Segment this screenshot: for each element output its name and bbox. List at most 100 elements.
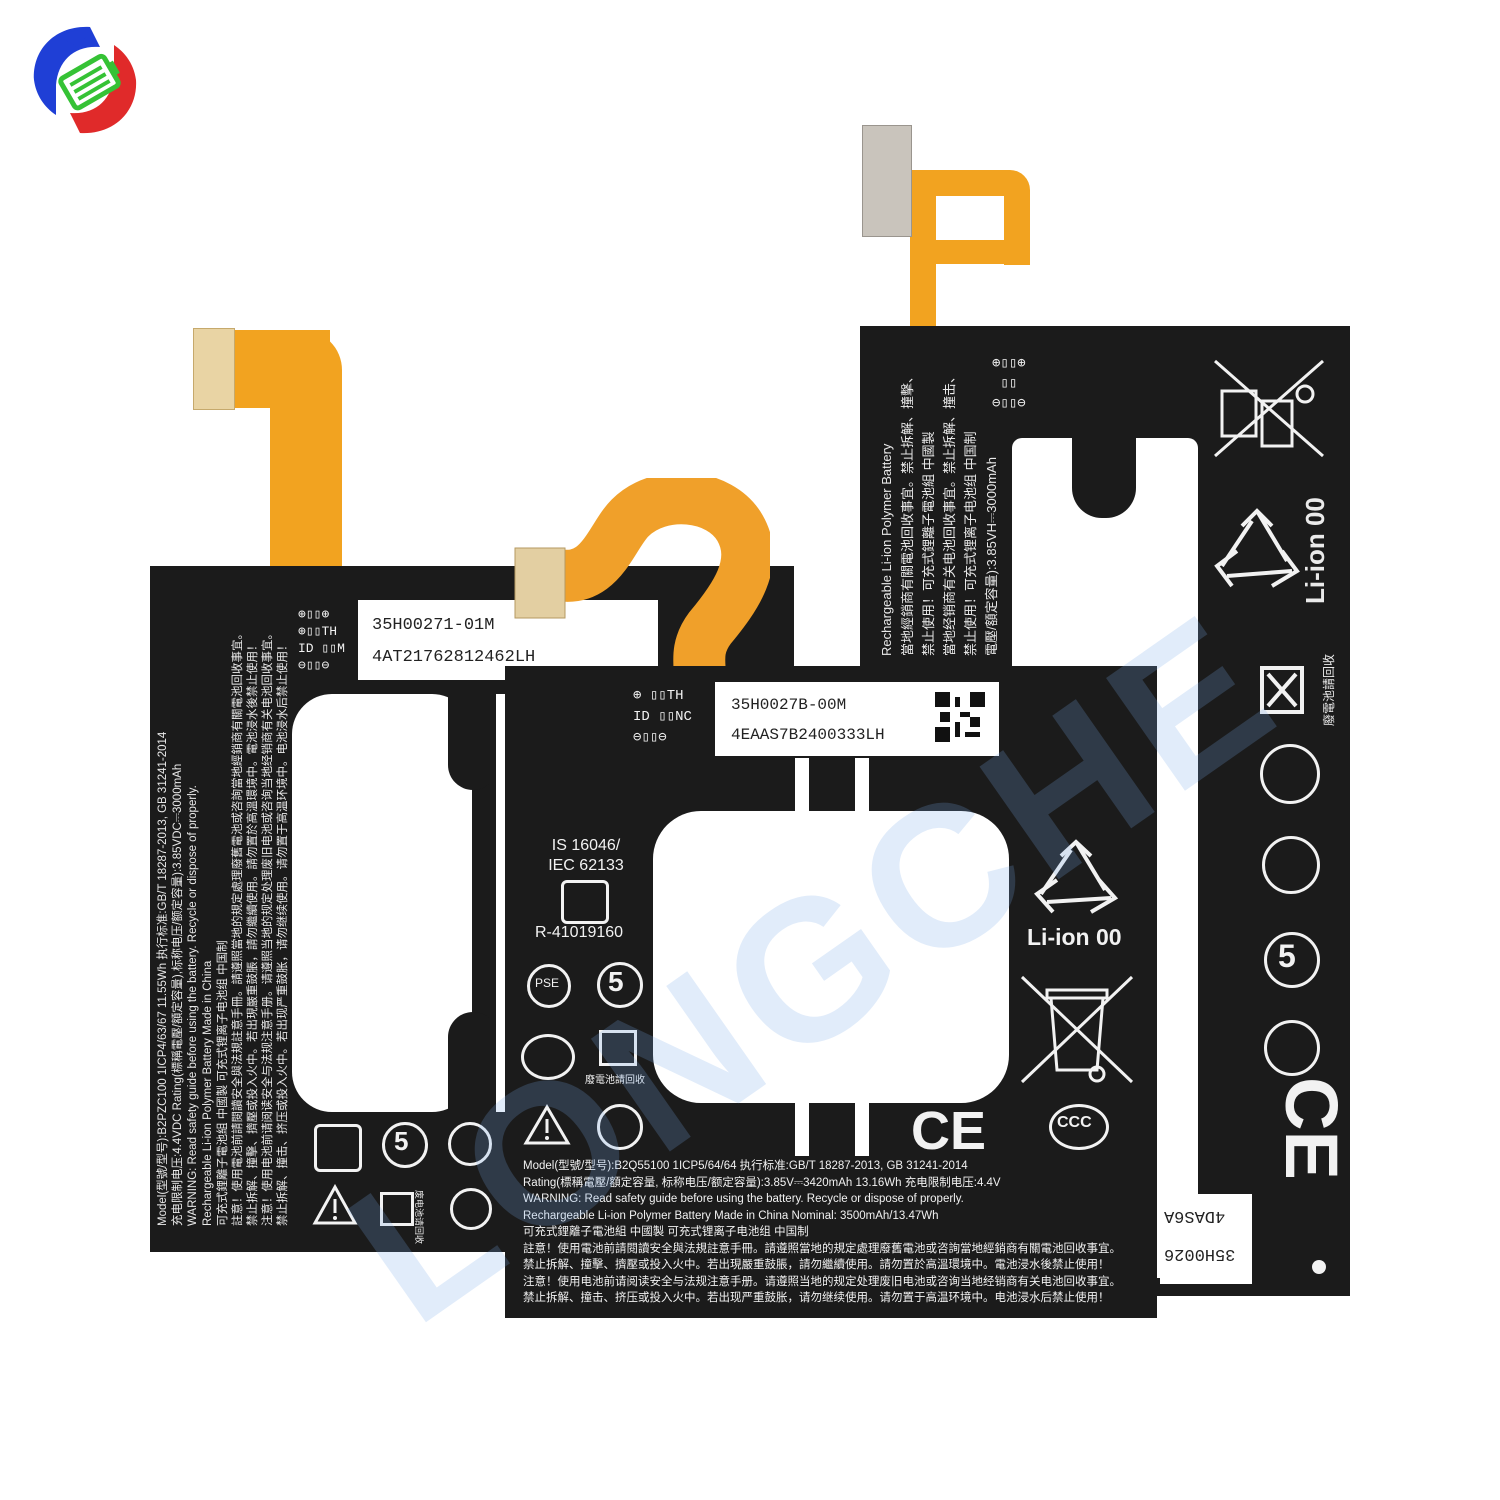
right-terminal-markings: ⊕▯▯⊕ ▯▯ ⊖▯▯⊖ [992,354,1026,414]
left-text-line: 註意！使用電池前請閱讀安全與法規註意手冊。請遵照當地的規定處理廢舊電池或咨詢當地… [232,628,244,1226]
center-standard-text: IS 16046/ IEC 62133 [541,836,631,876]
left-text-line: WARNING: Read safety guide before using … [187,785,199,1226]
left-pse-icon [448,1122,492,1166]
center-battery-cutout [653,811,1009,1103]
crossed-bin-icon [1214,359,1324,458]
brand-logo [33,26,137,134]
center-slot-top-1 [795,758,809,818]
left-cutout-notch-bottom [448,1012,498,1112]
left-text-line: Rechargeable Li-ion Polymer Battery Made… [202,960,214,1226]
center-slot-top-2 [855,758,869,818]
right-ce-mark: CE [1269,1077,1350,1180]
center-text-line: 可充式鋰離子電池組 中國製 可充式锂离子电池组 中国制 [523,1226,809,1238]
center-standard-line-2: IEC 62133 [548,857,624,874]
center-ccc-label: CCC [1057,1114,1092,1131]
right-cutout-notch [1072,436,1136,518]
center-ccc-icon [1049,1104,1109,1150]
center-ce-mark: CE [911,1101,987,1161]
center-serial-line-2: 4EAAS7B2400333LH [731,726,885,744]
center-terminal-row: ⊕ ▯▯TH [633,688,684,704]
center-warning-triangle-icon [523,1104,571,1145]
right-text-line: 當地經銷商有關電池回收事宜。禁止拆解、撞擊、 [900,369,915,656]
center-battery: ⊕ ▯▯TH ID ▯▯NC ⊖▯▯⊖ 35H0027B-00M 4EAAS7B… [505,666,1157,1318]
center-text-line: 禁止拆解、撞擊、擠壓或投入火中。若出現嚴重鼓脹，請勿繼續使用。請勿置於高溫環境中… [523,1259,1110,1271]
right-flex-cable-return [915,240,1030,264]
right-text-line: 禁止使用！可充式鋰離子電池組 中國製 [921,431,936,656]
recycle-bin-mark-icon [1260,666,1304,714]
right-text-line: 當地经销商有关电池回收事宜。禁止拆解、撞击、 [942,369,957,656]
right-5-cycle-label: 5 [1278,938,1296,974]
center-slot-bottom-2 [855,1096,869,1156]
left-warning-triangle-icon [312,1184,358,1225]
left-5-cycle-icon [382,1122,428,1168]
center-5-cycle-label: 5 [608,966,624,997]
center-serial-label: 35H0027B-00M 4EAAS7B2400333LH [715,682,999,756]
right-terminal-row-1: ⊕▯▯⊕ [992,356,1026,372]
right-5-cycle-icon [1264,932,1320,988]
left-terminal-row: ⊕▯▯⊕ [298,607,330,622]
center-no-fire-icon [597,1104,643,1150]
center-terminal-row: ⊖▯▯⊖ [633,730,667,746]
left-battery-cutout-left [292,694,472,1112]
center-text-line: 註意！使用電池前請閱讀安全與法規註意手冊。請遵照當地的規定處理廢舊電池或咨詢當地… [523,1242,1121,1255]
center-text-line: WARNING: Read safety guide before using … [523,1193,964,1205]
left-text-line: 注意！使用电池前请阅读安全与法规注意手册。请遵照当地的规定处理废旧电池或咨询当地… [262,628,274,1226]
center-pse-icon [527,964,571,1008]
center-flex-cable [514,478,770,678]
center-slot-bottom-1 [795,1096,809,1156]
recycle-icon [1214,508,1300,588]
center-recycle-bin-icon [599,1030,637,1066]
left-terminal-row: ⊖▯▯⊖ [298,658,330,673]
right-text-line: Rechargeable Li-ion Polymer Battery [879,443,894,656]
center-standard-line-1: IS 16046/ [551,837,621,854]
bis-mark-icon [561,880,609,924]
left-text-line: 禁止拆解、撞擊、擠壓或投入火中。若出現嚴重鼓脹，請勿繼續使用。請勿置於高溫環境中… [247,639,259,1227]
left-cutout-notch [448,694,498,790]
left-flex-connector [193,328,235,410]
left-5-cycle-label: 5 [394,1126,409,1156]
right-text-line: 電壓/額定容量):3.85VH⎓3000mAh [984,457,999,656]
right-vertical-text: Rechargeable Li-ion Polymer Battery 當地經銷… [876,370,1002,656]
center-text-line: Model(型號/型号):B2Q55100 1ICP5/64/64 执行标准:G… [523,1160,968,1172]
center-5-cycle-icon [597,962,643,1008]
right-text-line: 禁止使用！可充式锂离子电池组 中国制 [963,431,978,656]
right-recycle-caption: 廢電池請回收 [1322,653,1336,726]
left-terminal-row: ID ▯▯M [298,641,345,656]
center-text-line: Rechargeable Li-ion Polymer Battery Made… [523,1209,939,1222]
left-serial-line-2: 4AT21762812462LH [372,648,536,667]
left-pct-icon [450,1188,492,1230]
left-flex-cable-tab [230,330,330,408]
left-text-line: Model(型號/型号):B2PZC100 1ICP4/63/67 11.55W… [157,731,169,1226]
right-serial-line-1: 35H0026 [1164,1244,1236,1263]
left-terminal-markings: ⊕▯▯⊕ ⊕▯▯TH ID ▯▯M ⊖▯▯⊖ [298,606,345,674]
right-ccc-mark-icon [1262,836,1320,894]
pct-mark-icon [1260,744,1320,804]
right-terminal-row-3: ⊖▯▯⊖ [992,396,1026,412]
left-text-line: 禁止拆解、撞击、挤压或投入火中。若出现严重鼓胀，请勿继续使用。请勿置于高温环境中… [277,639,289,1227]
center-recycle-icon [1034,839,1119,914]
left-terminal-row: ⊕▯▯TH [298,624,338,639]
center-serial-line-1: 35H0027B-00M [731,696,847,714]
center-crossed-bin-icon [1020,975,1134,1084]
center-pse-label: PSE [535,976,560,990]
center-text-line: 禁止拆解、撞击、挤压或投入火中。若出现严重鼓胀，请勿继续使用。请勿置于高温环境中… [523,1292,1110,1304]
center-text-block: Model(型號/型号):B2Q55100 1ICP5/64/64 执行标准:G… [523,1158,1153,1307]
center-text-line: Rating(標稱電壓/額定容量, 标称电压/额定容量):3.85V⎓3420m… [523,1176,1001,1189]
left-serial-line-1: 35H00271-01M [372,616,495,635]
right-serial-line-2: 4DAS6A [1164,1206,1226,1225]
right-dot [1312,1260,1326,1274]
right-metal-bracket [862,125,912,237]
center-li-ion-label: Li-ion 00 [1027,924,1122,950]
left-no-fire-icon [314,1124,362,1172]
center-recycle-caption: 廢電池請回收 [585,1075,645,1086]
right-li-ion-label: Li-ion 00 [1300,497,1330,604]
center-registration: R-41019160 [535,924,624,941]
right-terminal-row-2: ▯▯ [1000,376,1018,392]
left-text-line: 可充式鋰離子電池組 中國製 可充式锂离子电池组 中国制 [217,940,229,1226]
right-no-fire-icon [1264,1020,1320,1076]
center-text-line: 注意！使用电池前请阅读安全与法规注意手册。请遵照当地的规定处理废旧电池或咨询当地… [523,1275,1121,1288]
left-vertical-text: Model(型號/型号):B2PZC100 1ICP4/63/67 11.55W… [156,628,291,1226]
qr-code-icon [935,692,985,742]
left-recycle-bin-icon [380,1192,414,1226]
right-serial-label: 4DAS6A 35H0026 [1160,1194,1252,1284]
